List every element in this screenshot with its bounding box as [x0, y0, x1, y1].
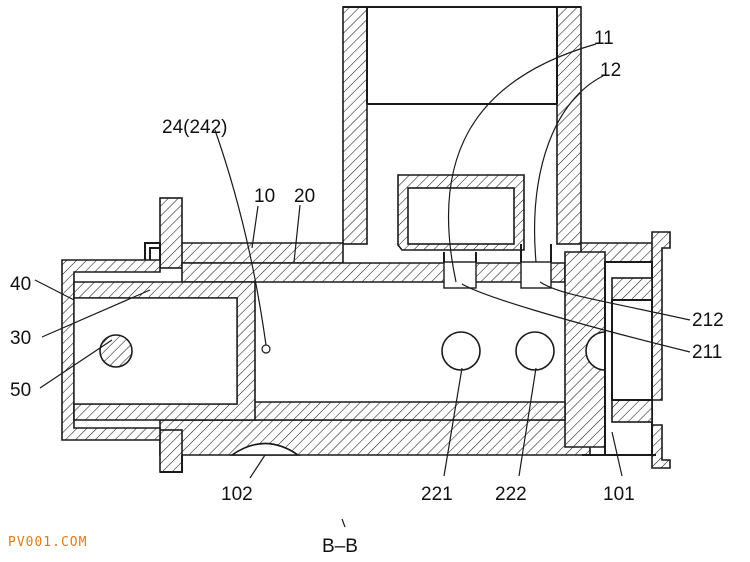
label-102: 102 — [221, 484, 253, 505]
label-12: 12 — [600, 60, 621, 81]
label-211: 211 — [692, 342, 722, 363]
label-101: 101 — [603, 484, 635, 505]
pin-50 — [99, 334, 133, 368]
right-end-cap — [604, 261, 653, 456]
label-30: 30 — [10, 328, 31, 349]
label-24-242: 24(242) — [162, 117, 228, 138]
label-50: 50 — [10, 380, 31, 401]
label-222: 222 — [495, 484, 527, 505]
label-212: 212 — [692, 310, 724, 331]
vertical-tower — [342, 6, 582, 245]
inner-boss — [397, 174, 525, 251]
label-221: 221 — [421, 484, 453, 505]
watermark: PV001.COM — [8, 535, 87, 550]
label-10: 10 — [254, 186, 275, 207]
leader-lines — [34, 43, 691, 528]
label-40: 40 — [10, 274, 31, 295]
outer-housing — [144, 197, 671, 473]
section-label: B–B — [322, 536, 358, 557]
inner-tube — [181, 244, 606, 448]
left-cap — [61, 247, 161, 441]
label-20: 20 — [294, 186, 315, 207]
label-11: 11 — [594, 28, 614, 49]
